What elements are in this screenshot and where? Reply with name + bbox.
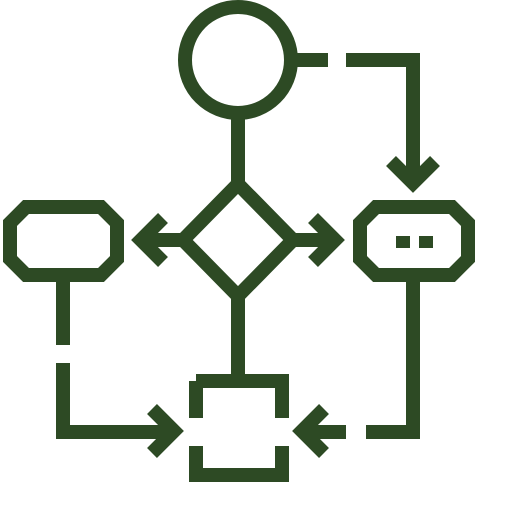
end-square xyxy=(189,374,289,482)
arrow-left xyxy=(131,213,168,267)
arrow-down xyxy=(386,156,440,193)
arrow-into-square-right xyxy=(292,404,329,458)
connector-left-to-end-b xyxy=(56,363,175,439)
connector-start-to-right-b xyxy=(346,53,420,186)
start-circle xyxy=(178,0,298,120)
arrow-into-square-left xyxy=(147,404,184,458)
left-process-box xyxy=(3,200,124,282)
right-process-box xyxy=(353,200,475,282)
arrow-right xyxy=(308,213,345,267)
right-box-dot-1 xyxy=(396,236,410,248)
connector-right-to-end-a xyxy=(366,275,420,439)
right-box-dot-2 xyxy=(419,236,433,248)
decision-diamond xyxy=(173,174,303,306)
